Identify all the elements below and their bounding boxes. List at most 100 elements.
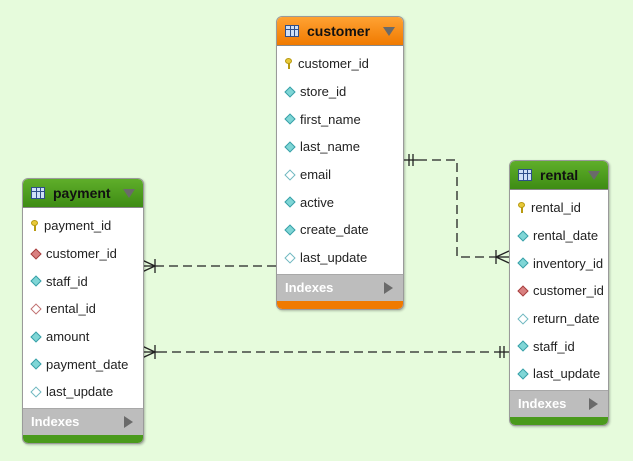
expand-arrow-icon[interactable]	[384, 281, 393, 294]
column-name: staff_id	[46, 273, 88, 289]
table-column[interactable]: rental_date	[510, 222, 608, 250]
column-name: payment_id	[44, 218, 112, 234]
column-name: email	[300, 167, 332, 183]
table-column[interactable]: active	[277, 188, 403, 216]
indexes-label: Indexes	[518, 396, 567, 412]
table-header-rental[interactable]: rental	[510, 161, 608, 190]
column-diamond-icon	[284, 224, 296, 236]
column-name: customer_id	[533, 283, 604, 299]
nullable-column-diamond-icon	[30, 386, 42, 398]
column-diamond-icon	[517, 368, 529, 380]
column-name: rental_id	[46, 301, 96, 317]
column-diamond-icon	[30, 275, 42, 287]
collapse-arrow-icon[interactable]	[123, 188, 135, 198]
nullable-column-diamond-icon	[517, 312, 529, 325]
column-name: customer_id	[298, 56, 369, 72]
table-column[interactable]: store_id	[277, 78, 403, 106]
column-name: active	[300, 194, 334, 210]
table-column[interactable]: inventory_id	[510, 249, 608, 277]
column-diamond-icon	[517, 257, 529, 269]
column-diamond-icon	[284, 85, 296, 98]
column-name: store_id	[300, 84, 347, 100]
column-list: rental_id rental_date inventory_id customer…	[510, 190, 608, 390]
table-title: customer	[307, 23, 371, 39]
table-column[interactable]: customer_id	[23, 240, 143, 268]
table-column[interactable]: customer_id	[277, 50, 403, 78]
collapse-arrow-icon[interactable]	[588, 170, 600, 180]
primary-key-icon	[31, 220, 38, 232]
table-column[interactable]: staff_id	[23, 267, 143, 295]
one-marker-customer-rental	[402, 154, 418, 166]
column-diamond-icon	[517, 340, 529, 352]
indexes-label: Indexes	[31, 414, 80, 430]
table-column[interactable]: customer_id	[510, 277, 608, 305]
column-diamond-icon	[284, 141, 296, 153]
table-column[interactable]: last_update	[277, 244, 403, 272]
foreign-key-diamond-icon	[30, 247, 42, 260]
table-column[interactable]: payment_id	[23, 212, 143, 240]
nullable-foreign-key-diamond-icon	[30, 303, 42, 315]
collapse-arrow-icon[interactable]	[383, 26, 395, 36]
column-name: return_date	[533, 311, 600, 327]
table-column[interactable]: first_name	[277, 105, 403, 133]
column-name: rental_date	[533, 228, 599, 244]
table-column[interactable]: create_date	[277, 216, 403, 244]
expand-arrow-icon[interactable]	[589, 397, 598, 410]
one-marker-rental-payment	[494, 346, 509, 358]
primary-key-icon	[518, 202, 525, 214]
column-name: payment_date	[46, 356, 129, 372]
column-name: staff_id	[533, 338, 575, 354]
column-name: create_date	[300, 222, 369, 238]
column-diamond-icon	[284, 113, 296, 125]
foreign-key-diamond-icon	[517, 285, 529, 297]
table-icon	[285, 25, 299, 37]
table-title: payment	[53, 185, 111, 201]
table-title: rental	[540, 167, 579, 183]
table-column[interactable]: email	[277, 161, 403, 189]
table-icon	[31, 187, 45, 199]
nullable-column-diamond-icon	[284, 251, 296, 264]
expand-arrow-icon[interactable]	[124, 415, 133, 428]
indexes-label: Indexes	[285, 280, 334, 295]
table-column[interactable]: last_update	[510, 360, 608, 388]
table-column[interactable]: last_update	[23, 378, 143, 406]
column-name: rental_id	[531, 200, 581, 216]
column-diamond-icon	[517, 229, 529, 242]
table-icon	[518, 169, 532, 181]
column-name: last_name	[300, 139, 360, 155]
table-column[interactable]: amount	[23, 323, 143, 351]
indexes-section[interactable]: Indexes	[510, 389, 608, 417]
table-column[interactable]: payment_date	[23, 350, 143, 378]
nullable-column-diamond-icon	[284, 168, 296, 181]
table-footer	[277, 300, 403, 309]
relationship-customer-rental[interactable]	[418, 159, 495, 258]
table-column[interactable]: return_date	[510, 305, 608, 333]
indexes-section[interactable]: Indexes	[277, 273, 403, 301]
column-name: last_update	[533, 366, 601, 382]
table-column[interactable]: rental_id	[23, 295, 143, 323]
crowfoot-many-payment-customer	[141, 259, 158, 273]
table-header-payment[interactable]: payment	[23, 179, 143, 208]
column-name: first_name	[300, 111, 361, 127]
indexes-section[interactable]: Indexes	[23, 407, 143, 435]
column-name: last_update	[300, 250, 368, 266]
table-column[interactable]: staff_id	[510, 332, 608, 360]
table-column[interactable]: last_name	[277, 133, 403, 161]
column-name: last_update	[46, 384, 114, 400]
table-column[interactable]: rental_id	[510, 194, 608, 222]
column-diamond-icon	[30, 358, 42, 370]
column-name: inventory_id	[533, 255, 604, 271]
table-footer	[510, 416, 608, 425]
primary-key-icon	[285, 58, 292, 70]
table-header-customer[interactable]: customer	[277, 17, 403, 46]
column-name: customer_id	[46, 246, 117, 262]
column-name: amount	[46, 329, 90, 345]
crowfoot-many-rental-customer	[495, 250, 510, 264]
